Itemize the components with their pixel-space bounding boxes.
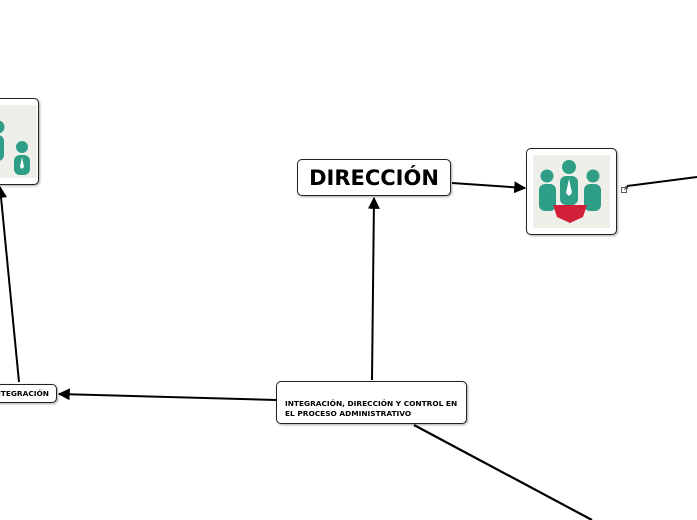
edge-integracion-to-image <box>0 185 20 383</box>
edge-central-to-direccion <box>367 196 380 381</box>
edge-image-to-offscreen <box>626 176 697 187</box>
node-central-topic[interactable]: INTEGRACIÓN, DIRECCIÓN Y CONTROL EN EL P… <box>276 381 467 424</box>
edge-central-to-integracion <box>57 388 277 401</box>
node-direccion[interactable]: DIRECCIÓN <box>297 159 451 196</box>
edge-central-to-offscreen <box>413 424 593 520</box>
team-image-node-right[interactable] <box>526 148 617 235</box>
team-meeting-icon <box>539 160 601 223</box>
external-link-icon[interactable] <box>621 186 628 193</box>
node-integracion[interactable]: INTEGRACIÓN <box>0 384 57 403</box>
node-central-label: INTEGRACIÓN, DIRECCIÓN Y CONTROL EN EL P… <box>285 399 458 418</box>
node-integracion-label: INTEGRACIÓN <box>0 389 49 398</box>
node-direccion-label: DIRECCIÓN <box>309 165 439 190</box>
edge-direccion-to-image <box>451 181 527 194</box>
team-meeting-icon <box>0 120 30 175</box>
team-image-node-left[interactable] <box>0 98 39 185</box>
